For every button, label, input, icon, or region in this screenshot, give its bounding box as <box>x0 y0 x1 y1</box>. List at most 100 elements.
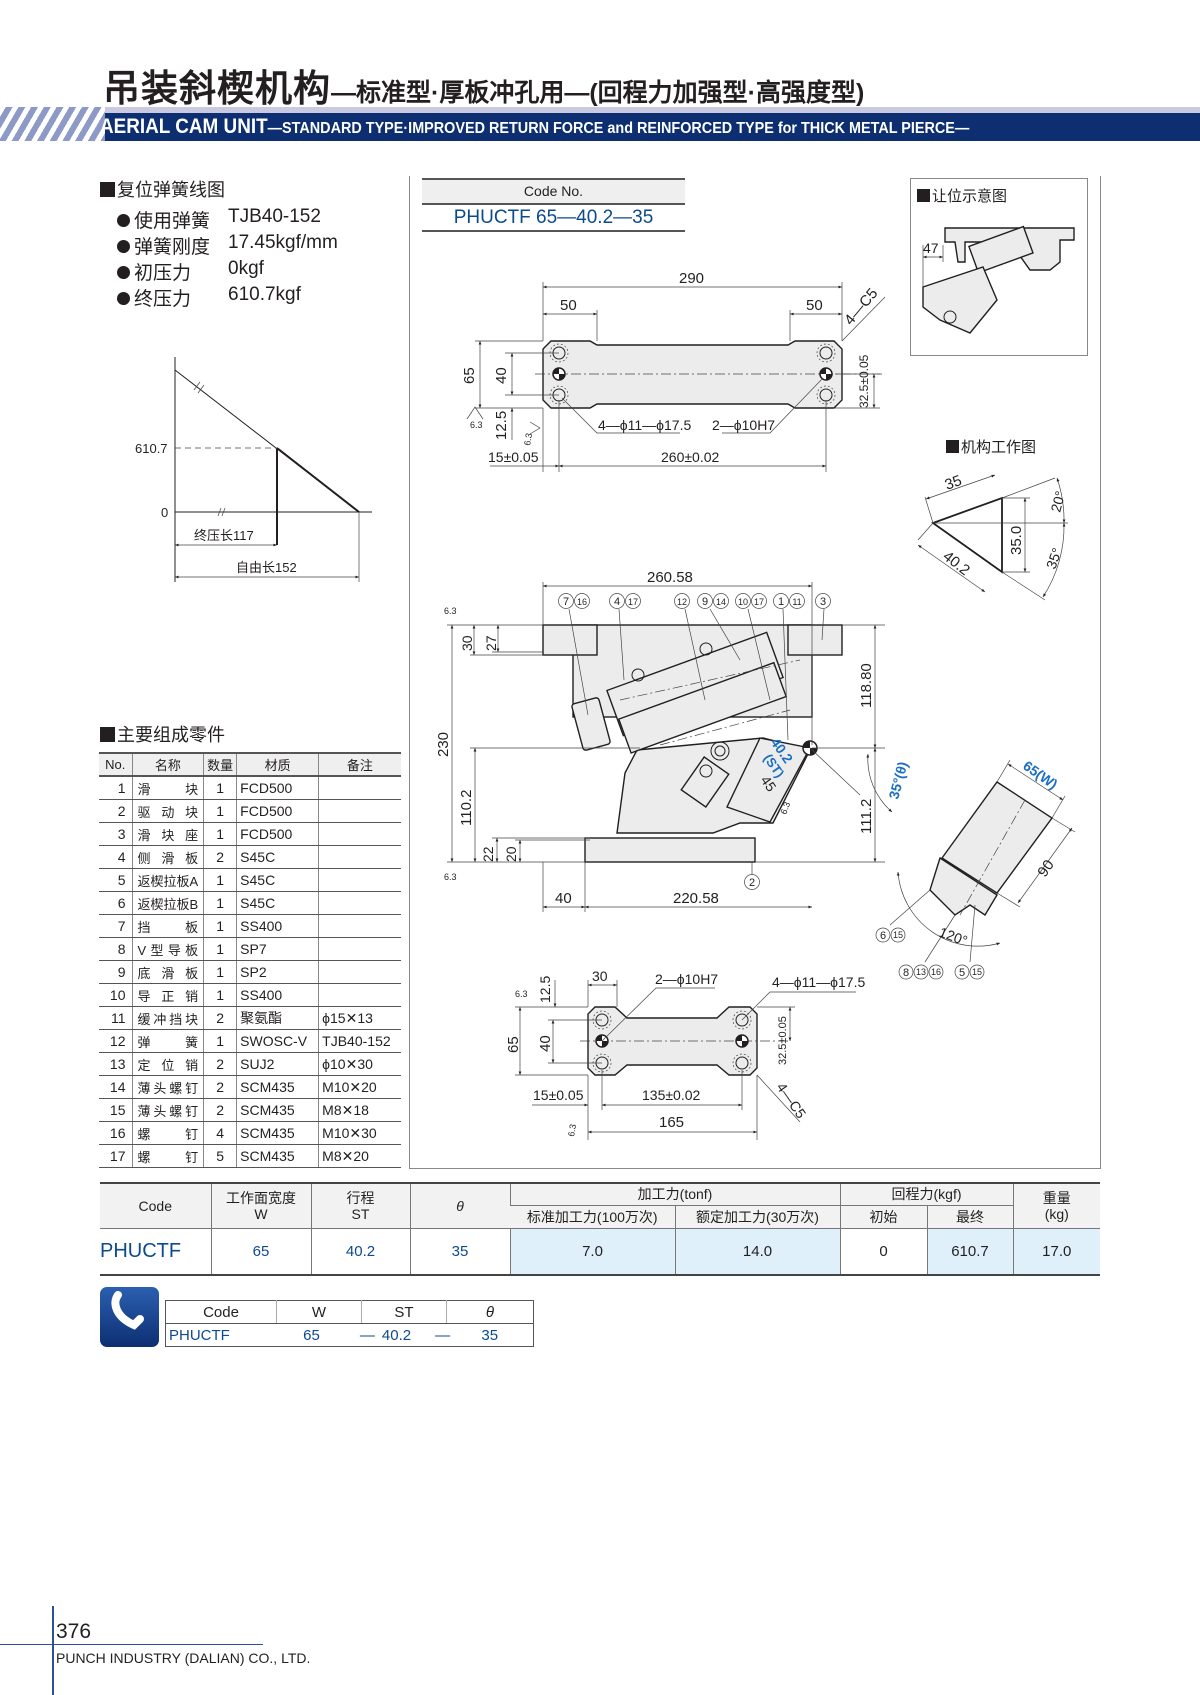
top-plate-drawing: 290 50 50 4—C5 65 40 12.5 32.5±0.05 15±0… <box>461 270 886 472</box>
dim-base-offset: 40 <box>555 890 572 907</box>
part-name: 薄头螺钉 <box>131 1075 204 1099</box>
part-no: 16 <box>99 1121 132 1145</box>
dim-hole-offset: 12.5 <box>537 976 553 1003</box>
part-remark <box>318 983 401 1007</box>
part-no: 4 <box>99 845 132 869</box>
spec-force-rated: 14.0 <box>674 1228 840 1276</box>
part-qty: 1 <box>203 799 237 823</box>
dim-pitch: 260±0.02 <box>661 449 720 465</box>
spec-weight: 17.0 <box>1012 1228 1100 1276</box>
col-header-material: 材质 <box>236 752 319 777</box>
part-no: 15 <box>99 1098 132 1122</box>
dim-overall-length: 165 <box>659 1114 684 1131</box>
dim-total-height: 230 <box>435 732 452 757</box>
bullet-icon <box>117 240 130 253</box>
header-stripe <box>0 107 1200 113</box>
part-name: 螺钉 <box>131 1144 204 1168</box>
pin-callout: 2—ϕ10H7 <box>712 417 775 433</box>
svg-text:17: 17 <box>754 597 764 607</box>
spec-label: 初压力 <box>134 263 192 284</box>
part-qty: 2 <box>203 1006 237 1030</box>
spec-force-std: 7.0 <box>509 1228 675 1276</box>
clearance-title: 让位示意图 <box>917 185 1007 206</box>
assembly-drawing: 260.58 230 30 27 118.80 111.2 110.2 22 2… <box>435 569 911 912</box>
part-no: 6 <box>99 891 132 915</box>
part-remark: M8✕20 <box>318 1144 401 1168</box>
clearance-slider <box>968 225 1034 274</box>
spec-value: 17.45kgf/mm <box>228 232 338 253</box>
part-material: S45C <box>236 891 319 915</box>
svg-text:9: 9 <box>702 596 708 608</box>
company-name: PUNCH INDUSTRY (DALIAN) CO., LTD. <box>56 1650 311 1666</box>
part-no: 1 <box>99 776 132 800</box>
dim-base-depth: 20 <box>503 846 519 862</box>
svg-text:17: 17 <box>628 597 638 607</box>
dim-base-thickness: 22 <box>480 846 496 862</box>
part-name: 挡板 <box>131 914 204 938</box>
extension-lines <box>515 980 795 1140</box>
svg-text:7: 7 <box>563 596 569 608</box>
spec-header-return: 回程力(kgf) <box>839 1182 1013 1206</box>
balloon-leaders <box>568 608 825 874</box>
dim-left-step: 50 <box>560 297 577 314</box>
order-st: 40.2 <box>381 1326 412 1344</box>
bullet-icon <box>117 292 130 305</box>
dim-right-step: 50 <box>806 297 823 314</box>
part-material: 聚氨酯 <box>236 1006 319 1030</box>
dim-width: 65 <box>461 367 478 384</box>
part-remark <box>318 937 401 961</box>
left-flange <box>542 624 598 656</box>
spec-label: 使用弹簧 <box>134 211 211 232</box>
spec-header-return-init: 初始 <box>839 1205 927 1229</box>
hidden-lines <box>619 659 801 746</box>
part-material: SCM435 <box>236 1098 319 1122</box>
col-header-qty: 数量 <box>203 752 237 777</box>
surface-finish-mark: 6.3 <box>444 606 457 616</box>
part-qty: 1 <box>203 1029 237 1053</box>
order-icon-label: ORDER <box>172 1334 205 1344</box>
order-phone-icon: ORDER <box>100 1287 205 1347</box>
part-name: 弹簧 <box>131 1029 204 1053</box>
part-no: 9 <box>99 960 132 984</box>
work-angle-upper: 20° <box>1047 489 1068 514</box>
part-qty: 2 <box>203 1098 237 1122</box>
page-number: 376 <box>56 1620 92 1643</box>
part-remark <box>318 799 401 823</box>
dim-flange-length: 260.58 <box>647 569 693 586</box>
part-no: 12 <box>99 1029 132 1053</box>
cam-angle-label: 35°(θ) <box>885 760 910 801</box>
part-no: 3 <box>99 822 132 846</box>
part-qty: 1 <box>203 937 237 961</box>
order-header-w: W <box>276 1300 362 1324</box>
part-balloons: 6 15 8 13 16 5 15 <box>875 927 985 980</box>
part-material: S45C <box>236 845 319 869</box>
part-no: 17 <box>99 1144 132 1168</box>
part-no: 7 <box>99 914 132 938</box>
driver-base <box>584 837 756 863</box>
bar-title-sub: —STANDARD TYPE·IMPROVED RETURN FORCE and… <box>267 120 970 137</box>
part-name: 导正销 <box>131 983 204 1007</box>
svg-text:16: 16 <box>931 967 941 977</box>
work-diagram: 35 35.0 40.2 20° 35° <box>917 472 1068 601</box>
surface-finish-icon <box>466 406 541 435</box>
free-length-label: 自由长152 <box>236 560 297 575</box>
balloon-4: 4 <box>609 593 625 609</box>
svg-text:8: 8 <box>903 967 909 979</box>
part-name: 底滑板 <box>131 960 204 984</box>
square-bullet-icon <box>917 189 930 202</box>
spec-theta: 35 <box>409 1228 510 1276</box>
dowel-pin-icon <box>552 367 833 381</box>
surface-finish-mark: 6.3 <box>522 432 534 446</box>
part-name: 滑块座 <box>131 822 204 846</box>
stopper-plate <box>571 697 611 751</box>
balloon-17: 17 <box>751 593 767 609</box>
balloon-15: 15 <box>890 927 906 943</box>
